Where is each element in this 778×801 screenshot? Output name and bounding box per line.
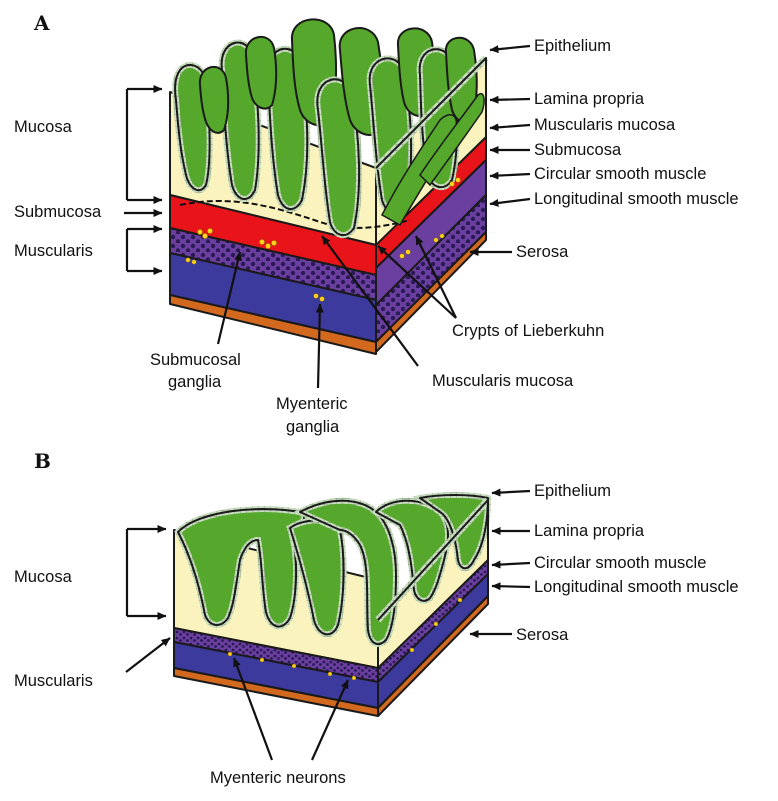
label-a-muscularis-mucosa: Muscularis mucosa <box>534 116 676 134</box>
label-a-epithelium: Epithelium <box>534 37 611 55</box>
label-a-serosa: Serosa <box>516 243 569 261</box>
label-a-longitudinal-smooth-muscle: Longitudinal smooth muscle <box>534 190 739 208</box>
panel-b-left-labels: Mucosa Muscularis <box>14 529 170 690</box>
label-b-myenteric-neurons: Myenteric neurons <box>210 769 346 787</box>
label-b-circular-smooth-muscle: Circular smooth muscle <box>534 554 706 572</box>
label-a-myenteric-ganglia-1: Myenteric <box>276 395 348 413</box>
panel-b: B <box>14 449 739 787</box>
label-a-mucosa: Mucosa <box>14 118 73 136</box>
panel-a-letter: A <box>33 11 50 35</box>
label-a-crypts: Crypts of Lieberkuhn <box>452 322 604 340</box>
label-b-serosa: Serosa <box>516 626 569 644</box>
panel-b-letter: B <box>34 449 51 473</box>
panel-b-block <box>174 495 488 716</box>
label-a-circular-smooth-muscle: Circular smooth muscle <box>534 165 706 183</box>
label-b-longitudinal-smooth-muscle: Longitudinal smooth muscle <box>534 578 739 596</box>
label-a-submucosal-ganglia-2: ganglia <box>168 373 222 391</box>
label-a-lamina-propria: Lamina propria <box>534 90 645 108</box>
panel-a-block <box>170 19 486 354</box>
panel-a-right-labels: Epithelium Lamina propria Muscularis muc… <box>470 37 739 261</box>
label-b-mucosa: Mucosa <box>14 568 73 586</box>
label-b-lamina-propria: Lamina propria <box>534 522 645 540</box>
label-a-muscularis-mucosa-bottom: Muscularis mucosa <box>432 372 574 390</box>
label-a-submucosa-left: Submucosa <box>14 203 102 221</box>
label-a-submucosal-ganglia-1: Submucosal <box>150 351 241 369</box>
label-a-muscularis: Muscularis <box>14 242 93 260</box>
label-b-muscularis: Muscularis <box>14 672 93 690</box>
panel-b-right-labels: Epithelium Lamina propria Circular smoot… <box>470 482 739 644</box>
label-a-myenteric-ganglia-2: ganglia <box>286 418 340 436</box>
label-a-submucosa: Submucosa <box>534 141 622 159</box>
label-b-epithelium: Epithelium <box>534 482 611 500</box>
panel-a-left-labels: Mucosa Submucosa Muscularis <box>14 89 162 271</box>
panel-a: A <box>14 11 739 436</box>
